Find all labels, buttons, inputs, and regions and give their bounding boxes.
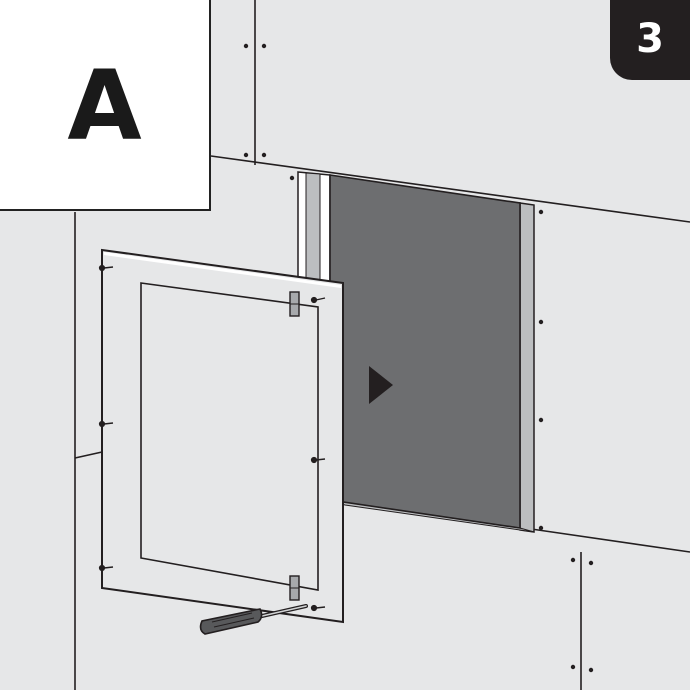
- door-inner-panel: [140, 282, 319, 591]
- step-number: 3: [636, 16, 664, 62]
- step-badge: 3: [610, 0, 690, 80]
- access-door: [101, 248, 344, 624]
- screwdriver-icon: [199, 604, 308, 635]
- wall-seams: [74, 0, 690, 690]
- play-arrow-icon: [369, 366, 393, 404]
- wall-opening: [329, 174, 521, 529]
- panel-letter: A: [67, 50, 142, 162]
- panel-label-box: A: [0, 0, 211, 211]
- wall-screws: [243, 43, 594, 673]
- door-screws: [98, 264, 326, 612]
